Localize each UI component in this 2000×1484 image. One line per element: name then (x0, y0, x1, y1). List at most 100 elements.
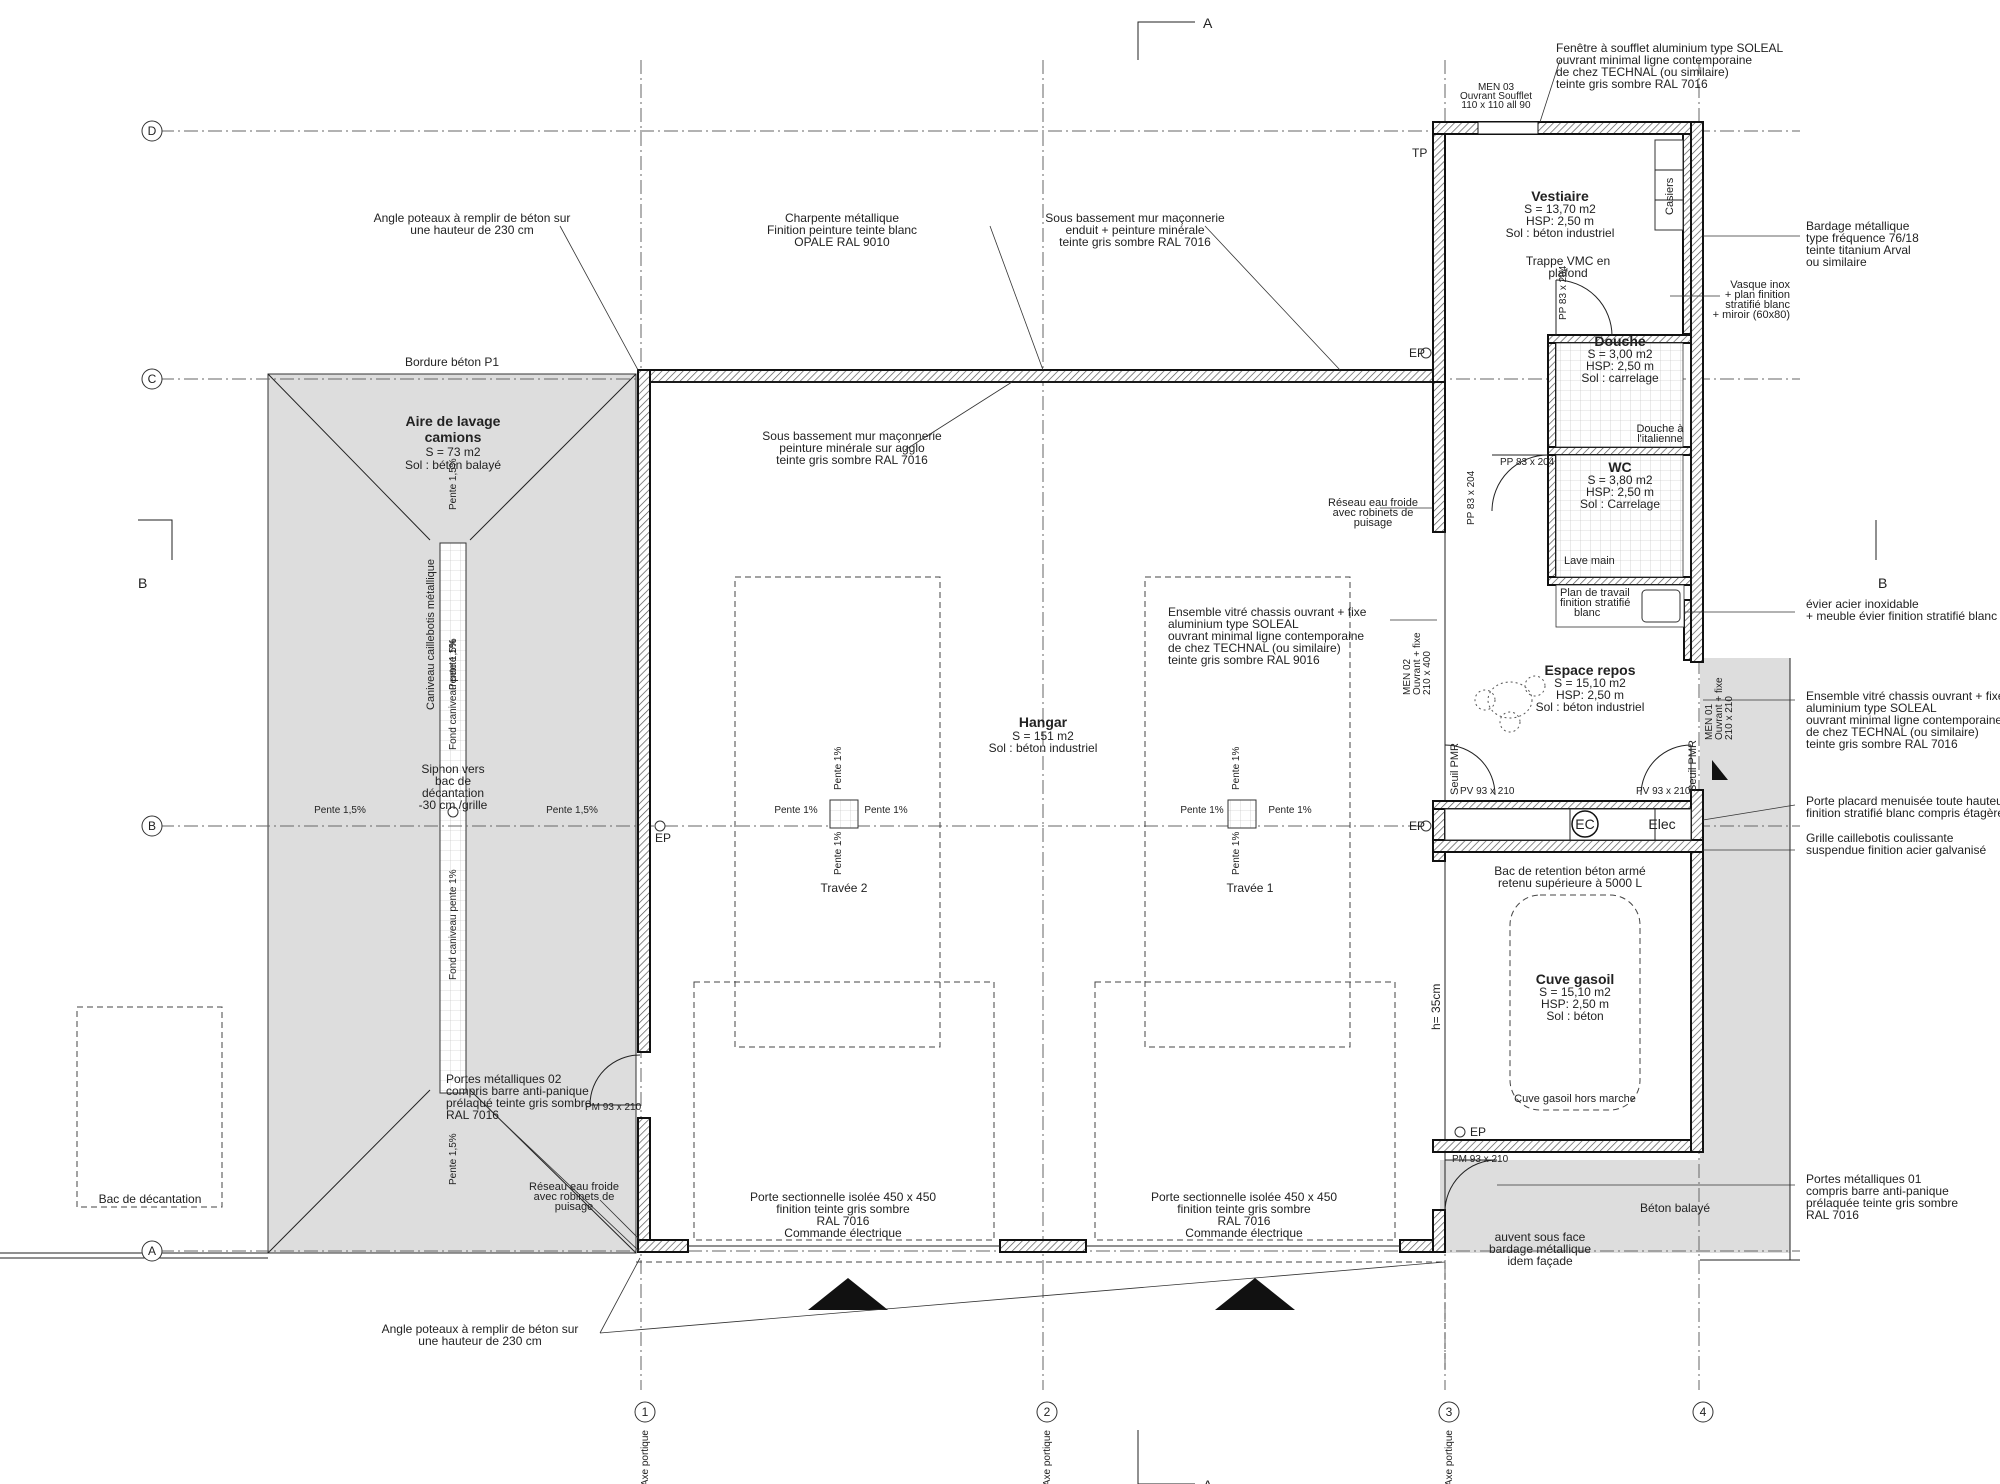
svg-text:ou similaire: ou similaire (1806, 255, 1867, 269)
svg-text:Angle poteaux à remplir de bét: Angle poteaux à remplir de béton sur (374, 211, 571, 225)
svg-text:MEN 02: MEN 02 (1402, 658, 1413, 695)
note-grille: Grille caillebotis coulissante suspendue… (1806, 831, 1986, 857)
svg-text:C: C (148, 372, 157, 386)
svg-text:PP 83 x 204: PP 83 x 204 (1558, 265, 1569, 320)
douche-tiles (1555, 342, 1684, 448)
svg-text:OPALE RAL 9010: OPALE RAL 9010 (794, 235, 890, 249)
bay-2-outline (734, 576, 941, 1048)
svg-text:Trappe VMC en: Trappe VMC en (1526, 254, 1610, 268)
svg-text:Pente 1%: Pente 1% (774, 805, 817, 816)
svg-text:Pente 1%: Pente 1% (1268, 805, 1311, 816)
svg-text:Commande électrique: Commande électrique (784, 1226, 902, 1240)
svg-text:Axe portique: Axe portique (640, 1430, 651, 1484)
note-reseau-left: Réseau eau froide avec robinets de puisa… (529, 1181, 619, 1213)
svg-text:auvent sous face: auvent sous face (1495, 1230, 1586, 1244)
svg-text:de chez TECHNAL (ou similaire): de chez TECHNAL (ou similaire) (1556, 65, 1729, 79)
svg-text:avec robinets de: avec robinets de (1333, 507, 1414, 519)
svg-text:Sol : béton industriel: Sol : béton industriel (989, 741, 1098, 755)
svg-text:Porte sectionnelle isolée 450: Porte sectionnelle isolée 450 x 450 (1151, 1190, 1337, 1204)
svg-text:de chez TECHNAL (ou similaire): de chez TECHNAL (ou similaire) (1806, 725, 1979, 739)
svg-text:Pente 1%: Pente 1% (833, 832, 844, 875)
note-sous-bassement-mid: Sous bassement mur maçonnerie peinture m… (762, 429, 942, 467)
svg-text:prélaqué teinte gris sombre: prélaqué teinte gris sombre (446, 1096, 592, 1110)
svg-text:RAL 7016: RAL 7016 (817, 1214, 870, 1228)
svg-text:Réseau eau froide: Réseau eau froide (1328, 497, 1418, 509)
drain-grate-2 (829, 799, 859, 829)
svg-text:camions: camions (425, 429, 482, 445)
note-sous-bassement-top: Sous bassement mur maçonnerie enduit + p… (1045, 211, 1225, 249)
svg-text:Plan de travail: Plan de travail (1560, 587, 1630, 599)
svg-text:Pente 1%: Pente 1% (1180, 805, 1223, 816)
fuel-tank (1509, 894, 1641, 1111)
svg-text:Aire de lavage: Aire de lavage (406, 413, 501, 429)
svg-text:une hauteur de 230 cm: une hauteur de 230 cm (418, 1334, 541, 1348)
note-porte-sectionnelle-2: Porte sectionnelle isolée 450 x 450 fini… (750, 1190, 936, 1240)
svg-text:RAL 7016: RAL 7016 (1218, 1214, 1271, 1228)
bordure-label: Bordure béton P1 (405, 355, 499, 369)
room-hangar: Hangar S = 151 m2 Sol : béton industriel (989, 714, 1098, 755)
ep-label-3: EP (1409, 819, 1425, 833)
svg-text:Pente 1,5%: Pente 1,5% (448, 458, 459, 510)
row-axis-a: A (141, 1240, 163, 1262)
svg-text:ouvrant minimal ligne contempo: ouvrant minimal ligne contemporaine (1806, 713, 2000, 727)
svg-text:PP 83 x 204: PP 83 x 204 (1466, 470, 1477, 525)
svg-text:Axe portique: Axe portique (1042, 1430, 1053, 1484)
note-reseau-right: Réseau eau froide avec robinets de puisa… (1328, 497, 1418, 529)
row-axis-b: B (141, 815, 163, 837)
svg-text:B: B (1878, 575, 1887, 591)
svg-text:stratifié blanc: stratifié blanc (1725, 299, 1790, 311)
note-porte-sectionnelle-1: Porte sectionnelle isolée 450 x 450 fini… (1151, 1190, 1337, 1240)
siphon-icon (447, 806, 459, 818)
svg-text:enduit + peinture minérale: enduit + peinture minérale (1065, 223, 1204, 237)
svg-text:S = 3,00 m2: S = 3,00 m2 (1587, 347, 1652, 361)
svg-text:HSP: 2,50 m: HSP: 2,50 m (1586, 485, 1654, 499)
bay-1-label: Travée 1 (1227, 881, 1274, 895)
svg-text:Cuve gasoil hors marche: Cuve gasoil hors marche (1514, 1093, 1636, 1105)
svg-text:A: A (1203, 1477, 1213, 1484)
room-cuve-gasoil: Cuve gasoil S = 15,10 m2 HSP: 2,50 m Sol… (1536, 971, 1615, 1023)
svg-text:110 x 110 all 90: 110 x 110 all 90 (1461, 100, 1531, 111)
entrance-arrow-1 (1215, 1278, 1295, 1310)
bay-1-outline (1144, 576, 1351, 1048)
annex-walls (1432, 121, 1704, 1153)
svg-text:HSP: 2,50 m: HSP: 2,50 m (1556, 688, 1624, 702)
svg-text:type fréquence 76/18: type fréquence 76/18 (1806, 231, 1919, 245)
svg-text:Ensemble vitré chassis ouvrant: Ensemble vitré chassis ouvrant + fixe (1806, 689, 2000, 703)
svg-text:puisage: puisage (1354, 517, 1393, 529)
svg-text:Pente 1,5%: Pente 1,5% (546, 805, 598, 816)
svg-text:Pente 1%: Pente 1% (864, 805, 907, 816)
svg-text:prélaquée teinte gris sombre: prélaquée teinte gris sombre (1806, 1196, 1958, 1210)
room-espace-repos: Espace repos S = 15,10 m2 HSP: 2,50 m So… (1536, 662, 1645, 714)
ec-label: EC (1575, 816, 1594, 832)
svg-text:Douche: Douche (1594, 333, 1646, 349)
svg-text:PV 93 x 210: PV 93 x 210 (1636, 786, 1691, 797)
svg-text:Sous bassement mur maçonnerie: Sous bassement mur maçonnerie (1045, 211, 1225, 225)
svg-text:RAL 7016: RAL 7016 (446, 1108, 499, 1122)
svg-text:compris barre anti-panique: compris barre anti-panique (1806, 1184, 1949, 1198)
doors (589, 279, 1692, 1213)
svg-text:Vasque inox: Vasque inox (1730, 279, 1790, 291)
svg-text:Sol : carrelage: Sol : carrelage (1581, 371, 1659, 385)
svg-text:HSP: 2,50 m: HSP: 2,50 m (1586, 359, 1654, 373)
svg-text:PP 83 x 204: PP 83 x 204 (1500, 457, 1555, 468)
svg-text:+ meuble évier finition strati: + meuble évier finition stratifié blanc (1806, 609, 1997, 623)
entrance-arrow-right (1712, 760, 1728, 780)
svg-text:Caniveau caillebotis métalliqu: Caniveau caillebotis métallique (425, 559, 437, 710)
note-bardage: Bardage métallique type fréquence 76/18 … (1806, 219, 1919, 269)
rest-table (1474, 675, 1546, 733)
svg-text:Finition peinture teinte blanc: Finition peinture teinte blanc (767, 223, 917, 237)
svg-text:teinte gris sombre RAL 7016: teinte gris sombre RAL 7016 (1806, 737, 1958, 751)
door-sweep-2 (693, 981, 995, 1241)
svg-text:1: 1 (642, 1405, 649, 1419)
lockers (1654, 139, 1684, 231)
ec-circle (1571, 810, 1599, 838)
note-ensemble-hangar: Ensemble vitré chassis ouvrant + fixe al… (1168, 605, 1367, 667)
svg-text:Pente 1,5%: Pente 1,5% (448, 638, 459, 690)
svg-text:210 x 210: 210 x 210 (1724, 696, 1735, 740)
svg-text:finition teinte gris sombre: finition teinte gris sombre (776, 1202, 910, 1216)
svg-text:blanc: blanc (1574, 607, 1601, 619)
svg-text:aluminium type SOLEAL: aluminium type SOLEAL (1168, 617, 1299, 631)
svg-text:teinte gris sombre RAL 7016: teinte gris sombre RAL 7016 (1556, 77, 1708, 91)
